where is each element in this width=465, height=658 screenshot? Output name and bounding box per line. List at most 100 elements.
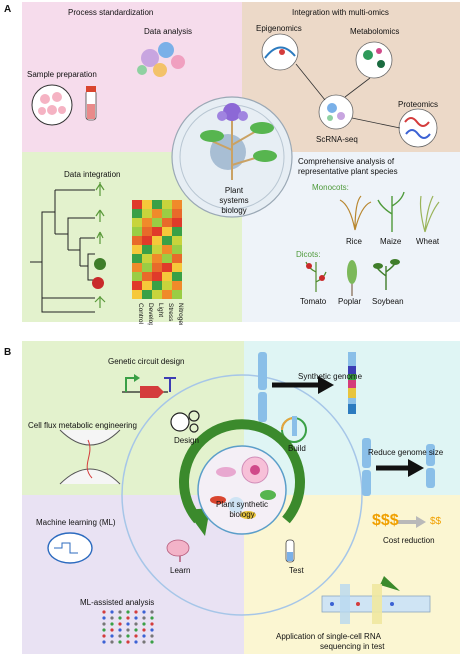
phylogenetic-tree	[30, 189, 95, 313]
synthetic-genome-icon	[348, 352, 356, 414]
heatmap-cell	[132, 272, 142, 281]
tomato-label: Tomato	[300, 297, 327, 306]
sample-preparation-label: Sample preparation	[27, 70, 97, 79]
plasmid-icon	[281, 416, 307, 443]
ml-dot	[150, 610, 154, 614]
plant-cell-icon	[171, 96, 293, 218]
heatmap-cell	[152, 245, 162, 254]
heatmap-cell	[152, 290, 162, 299]
reduce-arrowhead	[408, 459, 424, 477]
heatmap-cell	[142, 290, 152, 299]
heatmap-cell	[142, 209, 152, 218]
dicots-label: Dicots:	[296, 250, 321, 259]
ml-dot	[110, 634, 114, 638]
ml-dot	[142, 628, 146, 632]
heatmap-cell	[142, 263, 152, 272]
cost-reduction-label: Cost reduction	[383, 536, 435, 545]
heatmap-cell	[132, 209, 142, 218]
ml-dot	[110, 640, 114, 644]
cluster-plot-icon	[137, 42, 185, 77]
ml-dot	[118, 616, 122, 620]
heatmap-cell	[142, 200, 152, 209]
comprehensive-label-line1: Comprehensive analysis of	[298, 157, 395, 166]
metabolomics-icon	[355, 41, 393, 79]
proteomics-label: Proteomics	[398, 100, 439, 109]
heatmap-cell	[172, 218, 182, 227]
build-label: Build	[288, 444, 306, 453]
ml-dot	[110, 622, 114, 626]
green-arrow-icon	[380, 576, 400, 591]
heatmap-cell	[142, 218, 152, 227]
ml-dot	[126, 634, 130, 638]
ml-dot	[118, 628, 122, 632]
heatmap-cell	[152, 236, 162, 245]
heatmap-cell	[132, 263, 142, 272]
heatmap-cell	[142, 236, 152, 245]
ml-dot	[110, 610, 114, 614]
ml-dot	[126, 610, 130, 614]
tube-icon	[85, 86, 97, 121]
scrna-seq-icon	[318, 94, 354, 130]
ml-dot	[150, 616, 154, 620]
proteomics-icon	[398, 108, 438, 148]
rice-icon	[339, 195, 372, 231]
heatmap-cell	[132, 281, 142, 290]
heatmap-cell	[132, 218, 142, 227]
panel-a-letter: A	[4, 4, 12, 15]
heatmap-cell	[132, 236, 142, 245]
connector-line	[295, 63, 326, 101]
ml-dot	[150, 634, 154, 638]
synthetic-cell-icon	[179, 419, 305, 536]
ml-assisted-label: ML-assisted analysis	[80, 598, 155, 607]
ml-dot	[134, 616, 138, 620]
heatmap-cell	[172, 236, 182, 245]
ml-dot	[110, 628, 114, 632]
ml-dot	[150, 622, 154, 626]
ml-dot	[102, 616, 106, 620]
heatmap-cell	[152, 200, 162, 209]
heatmap-cell	[162, 227, 172, 236]
design-gears-icon	[170, 410, 200, 433]
heatmap-cell	[162, 272, 172, 281]
heatmap-cell	[172, 254, 182, 263]
wheat-label: Wheat	[416, 237, 440, 246]
heatmap-cell	[162, 263, 172, 272]
design-label: Design	[174, 436, 199, 445]
chromosome-left-icon	[258, 352, 267, 422]
heatmap-cell	[172, 263, 182, 272]
heatmap-cell	[172, 245, 182, 254]
heatmap-cell	[142, 245, 152, 254]
ml-dot	[142, 634, 146, 638]
heatmap-cell	[162, 281, 172, 290]
soybean-icon	[373, 259, 400, 290]
ml-dot	[118, 634, 122, 638]
machine-learning-label: Machine learning (ML)	[36, 518, 116, 527]
heatmap-cell	[172, 200, 182, 209]
monocots-label: Monocots:	[312, 183, 349, 192]
genetic-circuit-icon	[122, 374, 176, 398]
tomato-icon	[305, 261, 327, 292]
ml-dot	[142, 622, 146, 626]
ml-dot	[118, 640, 122, 644]
ml-dot	[142, 610, 146, 614]
ml-dot	[126, 616, 130, 620]
heatmap-cell	[162, 200, 172, 209]
application-label-line1: Application of single-cell RNA	[276, 632, 381, 641]
heatmap-cell	[162, 209, 172, 218]
poplar-label: Poplar	[338, 297, 362, 306]
quadrant-test	[244, 495, 460, 654]
panel-b-letter: B	[4, 347, 12, 358]
connector-line	[344, 77, 371, 98]
ml-dot	[110, 616, 114, 620]
maize-label: Maize	[380, 237, 402, 246]
dbtl-cycle-circle	[121, 374, 363, 616]
dollars-small: $$	[430, 516, 442, 527]
rice-label: Rice	[346, 237, 363, 246]
maize-icon	[377, 191, 405, 232]
soybean-label: Soybean	[372, 297, 404, 306]
heatmap-cell	[172, 209, 182, 218]
learn-label: Learn	[170, 566, 191, 575]
